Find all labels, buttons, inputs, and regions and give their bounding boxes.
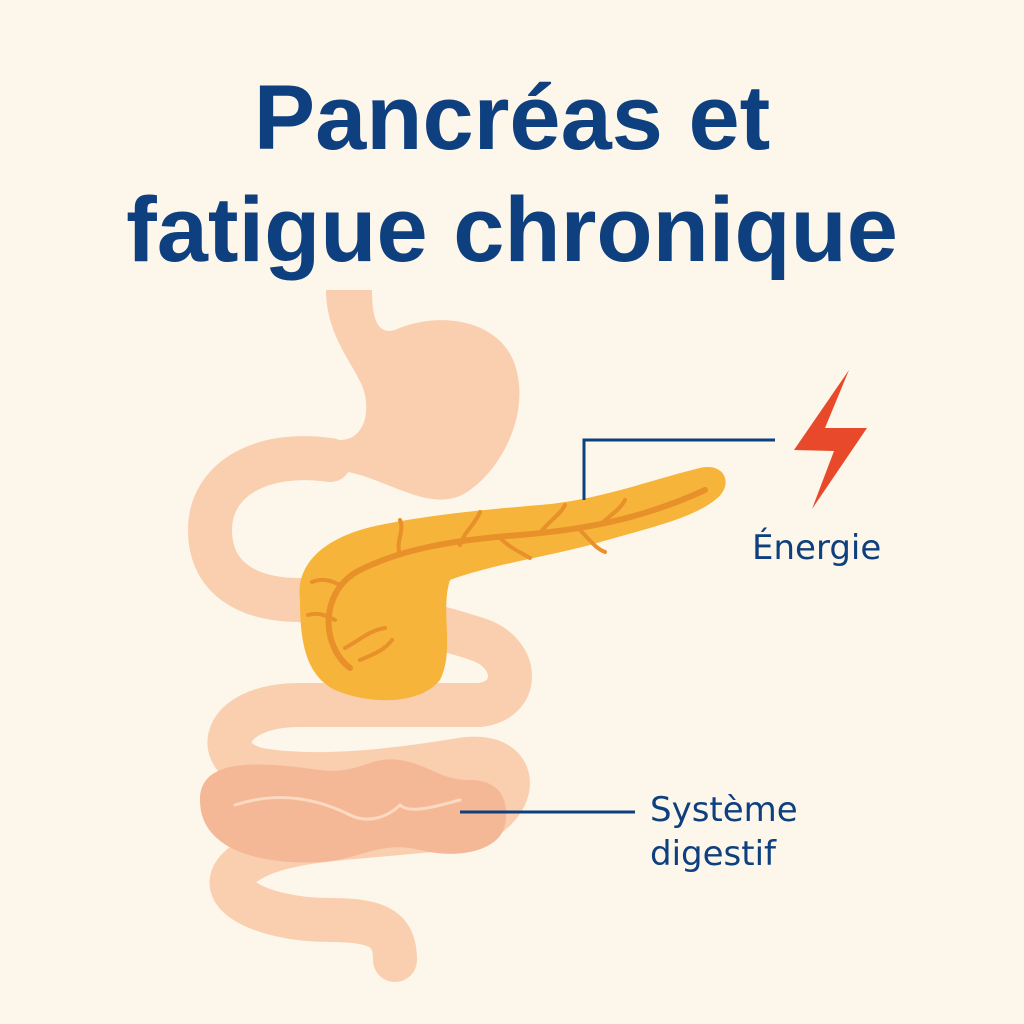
leader-lines: [460, 438, 775, 814]
title-line-2: fatigue chronique: [126, 179, 898, 281]
colon-shape: [200, 759, 507, 863]
pancreas-shape: [299, 467, 726, 701]
digestive-system-label: Système digestif: [650, 788, 798, 876]
digestive-label-line-2: digestif: [650, 834, 776, 874]
title-line-1: Pancréas et: [253, 67, 771, 169]
energy-label: Énergie: [752, 528, 882, 568]
energy-leader-line: [582, 438, 775, 500]
lightning-bolt-icon: [794, 370, 867, 509]
page-title: Pancréas et fatigue chronique: [0, 62, 1024, 286]
digestive-label-line-1: Système: [650, 790, 798, 830]
